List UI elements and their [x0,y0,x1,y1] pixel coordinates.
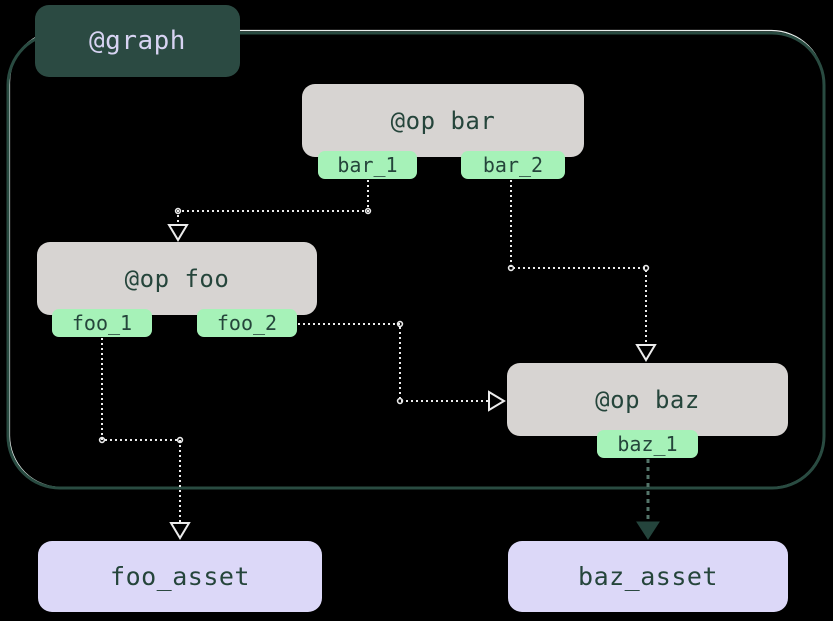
graph-boundary [6,31,826,490]
edge-bend-dot [176,436,184,444]
arrowhead-open-down [635,344,657,362]
op-title: @op foo [124,264,230,293]
edge-bend-dot [396,320,404,328]
edge-bend-dot [507,264,515,272]
edge-bend-dot [174,207,182,215]
output-tag-bar_1: bar_1 [318,151,417,179]
arrowhead-open-down [169,522,191,540]
output-tag-foo_1: foo_1 [52,309,152,337]
output-tag-bar_2: bar_2 [461,151,565,179]
op-node-baz[interactable]: @op baz baz_1 [507,363,788,458]
op-title: @op bar [390,106,496,135]
arrowhead-open-right [488,390,506,412]
edge-bar_1-to-foo [167,180,372,242]
output-tag-foo_2: foo_2 [197,309,297,337]
output-tag-baz_1: baz_1 [597,430,698,458]
edge-bend-dot [98,436,106,444]
edge-bend-dot [396,397,404,405]
edge-bend-dot [364,207,372,215]
asset-node-baz_asset[interactable]: baz_asset [508,541,788,612]
edge-bend-dot [642,264,650,272]
graph-label[interactable]: @graph [35,5,240,77]
asset-node-foo_asset[interactable]: foo_asset [38,541,322,612]
edge-baz_1-to-baz_asset [636,459,660,540]
edge-foo_2-to-baz [298,320,506,412]
arrowhead-filled-down [636,521,660,540]
edge-foo_1-to-foo_asset [98,338,191,540]
arrowhead-open-down [167,224,189,242]
op-title: @op baz [595,385,700,414]
edge-bar_2-to-baz [507,180,657,362]
op-node-bar[interactable]: @op bar bar_1 bar_2 [302,84,584,179]
op-node-foo[interactable]: @op foo foo_1 foo_2 [37,242,317,337]
